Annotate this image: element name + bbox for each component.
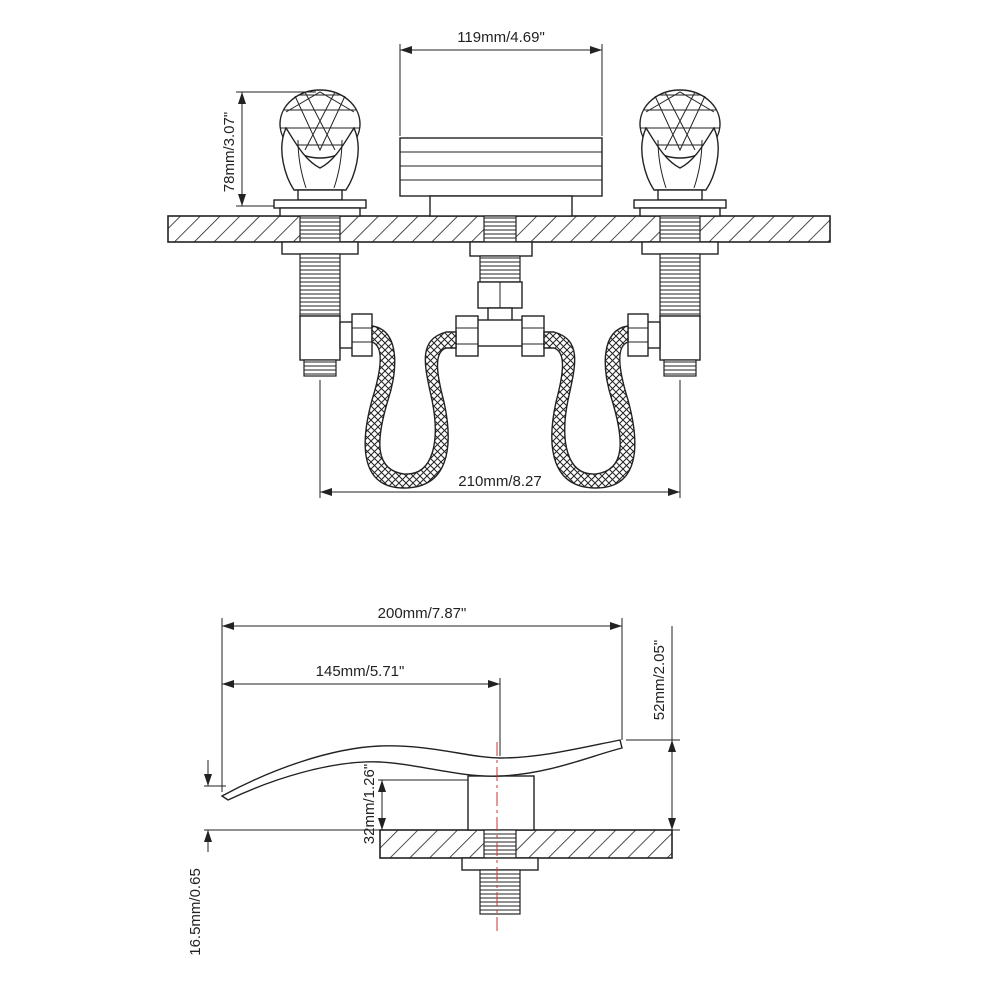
spout-height-label: 32mm/1.26"	[361, 764, 378, 844]
side-view: 200mm/7.87" 145mm/5.71" 52mm/2.05" 3	[187, 605, 680, 956]
center-spread-label: 210mm/8.27	[458, 473, 541, 490]
spout-width-label: 119mm/4.69"	[457, 29, 545, 46]
side-countertop	[379, 829, 673, 859]
right-handle	[627, 89, 727, 377]
reach-label: 145mm/5.71"	[316, 663, 405, 680]
left-hose	[364, 325, 457, 489]
spout-base	[467, 775, 535, 831]
spout-height-dimension: 32mm/1.26"	[361, 764, 468, 844]
wave-spout	[220, 739, 623, 801]
total-height-dimension: 52mm/2.05"	[626, 626, 680, 831]
handle-height-dimension: 78mm/3.07"	[221, 91, 316, 207]
handle-height-label: 78mm/3.07"	[221, 112, 238, 192]
center-spread-dimension: 210mm/8.27	[319, 380, 681, 498]
center-spout	[399, 137, 603, 357]
lip-thickness-label: 16.5mm/0.65	[187, 868, 204, 956]
total-length-dimension: 200mm/7.87"	[221, 605, 623, 792]
right-hose	[543, 325, 636, 489]
lip-thickness-dimension: 16.5mm/0.65	[187, 760, 380, 956]
total-height-label: 52mm/2.05"	[651, 640, 668, 720]
left-handle	[273, 89, 373, 377]
reach-dimension: 145mm/5.71"	[222, 663, 501, 756]
total-length-label: 200mm/7.87"	[378, 605, 467, 622]
mounting-shank	[479, 869, 521, 915]
spout-width-dimension: 119mm/4.69"	[399, 29, 603, 136]
top-view: 119mm/4.69" 78mm/3.07" 210mm/8.27	[167, 29, 831, 498]
